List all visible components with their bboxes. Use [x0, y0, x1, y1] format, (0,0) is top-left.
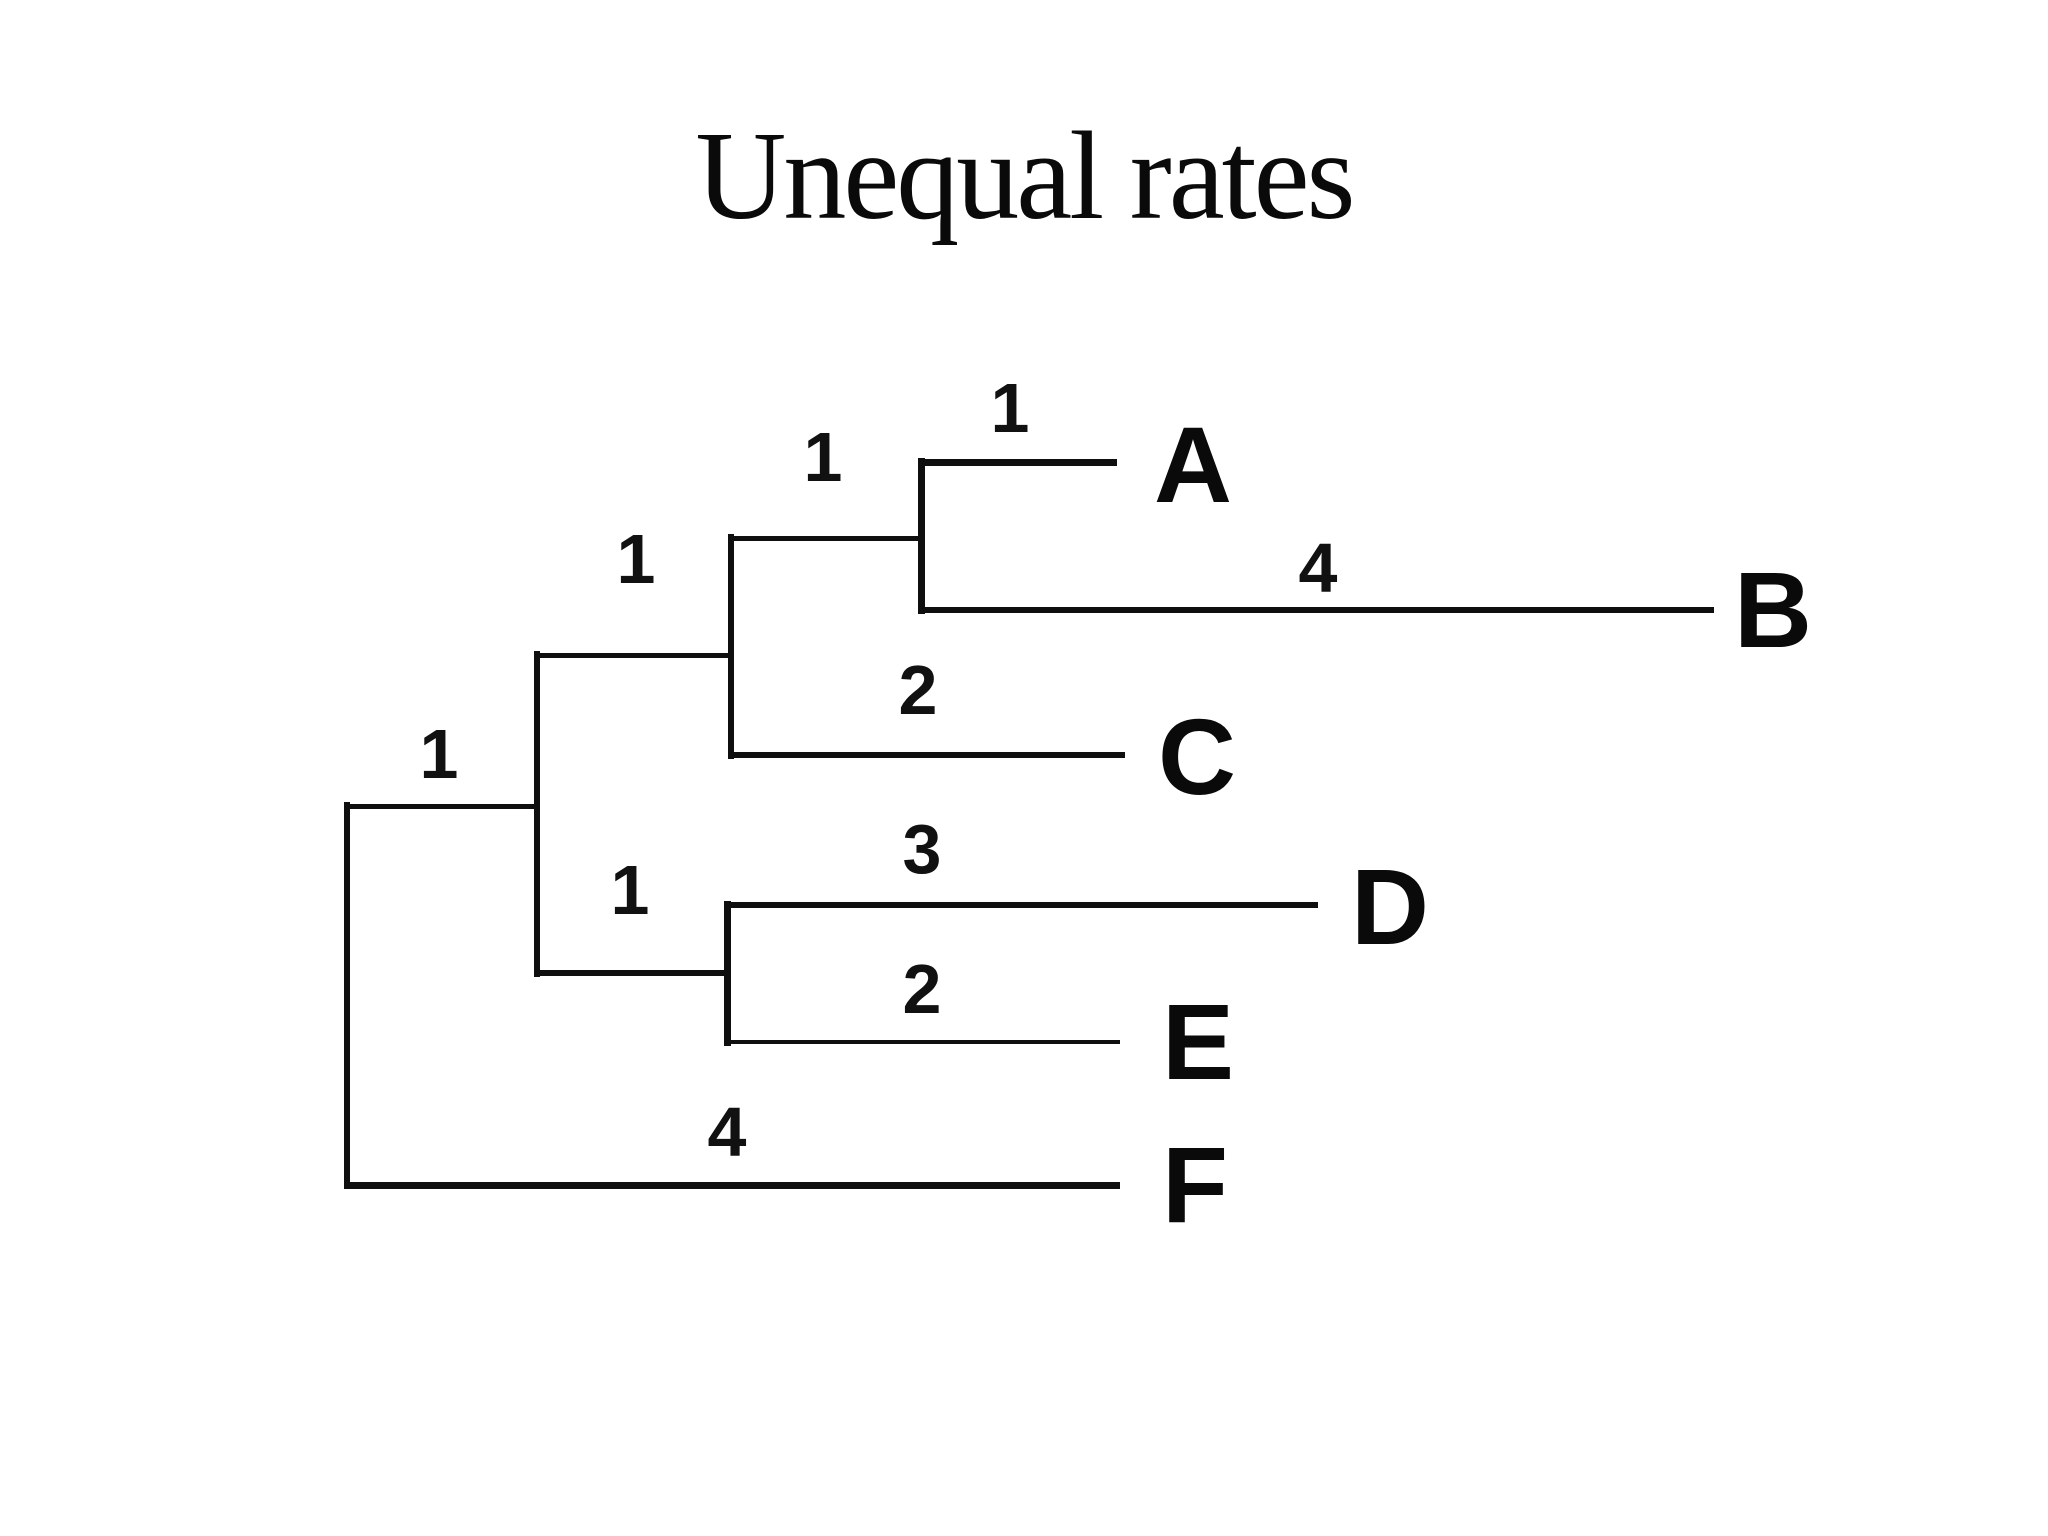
branch-length-B: 4: [1298, 529, 1338, 607]
branch-length-N1: 1: [419, 715, 459, 793]
edge-root-to-N1: [347, 803, 537, 809]
branch-length-C: 2: [898, 651, 938, 729]
node-N1-vertical: [534, 651, 540, 977]
taxon-label-A: A: [1154, 404, 1232, 525]
branch-length-ABC-node: 1: [616, 520, 656, 598]
edge-N1-to-DE: [537, 970, 727, 976]
branch-E: [727, 1040, 1120, 1044]
root-vertical: [344, 802, 350, 1189]
branch-length-F: 4: [707, 1093, 747, 1171]
node-AB-vertical: [917, 458, 925, 614]
node-ABC-vertical: [728, 534, 734, 759]
branch-length-AB-node: 1: [803, 418, 843, 496]
edge-N1-to-ABC: [537, 652, 731, 658]
branch-B: [921, 607, 1714, 613]
branch-length-D: 3: [902, 810, 942, 888]
branch-A: [921, 458, 1117, 466]
taxon-label-E: E: [1161, 981, 1235, 1102]
taxon-label-C: C: [1158, 696, 1236, 817]
branch-length-A: 1: [990, 369, 1030, 447]
taxon-label-F: F: [1162, 1124, 1228, 1245]
taxon-label-D: D: [1351, 846, 1429, 967]
taxon-label-B: B: [1734, 549, 1812, 670]
edge-ABC-to-AB: [731, 535, 921, 541]
branch-length-DE-node: 1: [610, 851, 650, 929]
branch-F: [347, 1181, 1120, 1189]
node-DE-vertical: [723, 901, 731, 1046]
branch-C: [731, 752, 1125, 758]
branch-D: [727, 902, 1318, 908]
branch-length-E: 2: [902, 950, 942, 1028]
slide-title: Unequal rates: [695, 107, 1355, 246]
